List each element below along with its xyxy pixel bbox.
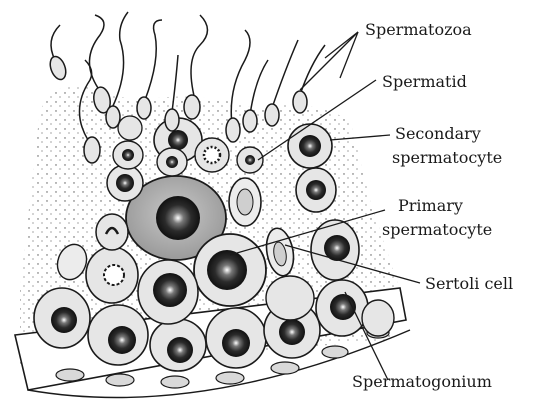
primary-spermatocyte-cell [138,260,198,324]
spermatid-cell [118,116,142,140]
spermatid-cell [157,148,187,176]
secondary-spermatocyte-cell [96,214,128,250]
spermatozoon [293,45,325,113]
spermatid-cell [195,138,229,172]
spermatogonium-cell [34,288,90,348]
secondary-spermatocyte-cell [288,124,332,168]
spermatid-cell [113,141,143,169]
spermatogonium-cell [150,319,206,371]
primary-spermatocyte-cell [194,234,266,306]
spermatozoon [165,55,179,131]
secondary-spermatocyte-cell [107,165,143,201]
spermatogonium-cell [362,300,394,336]
spermatozoon [47,25,68,82]
label-secondary-line1: Secondary [395,124,481,143]
spermatogonium-cell [206,308,266,368]
secondary-spermatocyte-cell [296,168,336,212]
primary-spermatocyte-cell [266,276,314,320]
label-secondary-line2: spermatocyte [392,148,502,167]
label-spermatid: Spermatid [382,72,467,91]
label-spermatogonium: Spermatogonium [352,372,492,391]
label-primary-line2: spermatocyte [382,220,492,239]
secondary-spermatocyte-cell [229,178,261,226]
spermatogonium-cell [88,305,148,365]
spermatogonium-cell [316,280,368,336]
leader-spermatozoa-1 [300,32,358,90]
label-primary-line1: Primary [398,196,463,215]
primary-spermatocyte-cell [86,247,138,303]
label-spermatozoa: Spermatozoa [365,20,472,39]
label-sertoli-cell: Sertoli cell [425,274,513,293]
